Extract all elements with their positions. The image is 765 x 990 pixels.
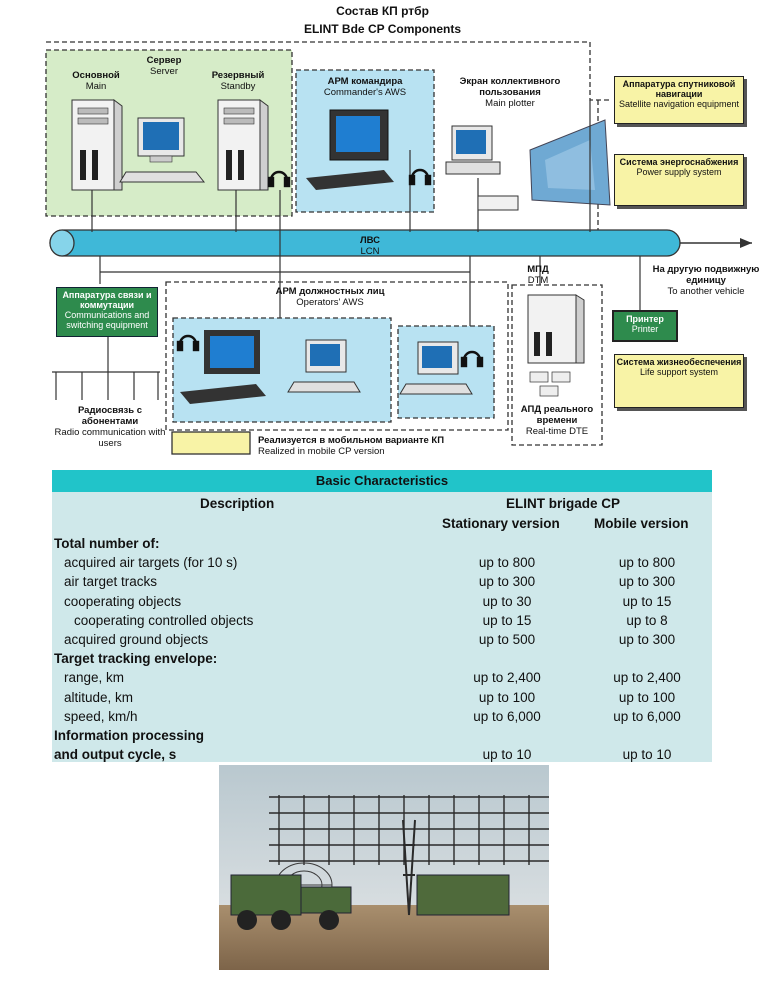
title-ru: Состав КП ртбр bbox=[336, 4, 429, 18]
server-monitor bbox=[119, 117, 206, 183]
operator-workstation-3 bbox=[399, 341, 473, 395]
radar-antenna-array bbox=[269, 795, 549, 865]
row-label: and output cycle, s bbox=[54, 747, 177, 763]
commander-workstation bbox=[306, 109, 394, 190]
headset-icon-1 bbox=[267, 170, 291, 188]
characteristics-table: Basic Characteristics Description ELINT … bbox=[52, 470, 712, 762]
col-mobile: Mobile version bbox=[594, 516, 689, 531]
standby-server-tower bbox=[217, 99, 269, 191]
row-mobile-value: up to 300 bbox=[618, 574, 676, 590]
row-mobile-value: up to 8 bbox=[626, 612, 668, 628]
row-stationary-value: up to 30 bbox=[482, 593, 532, 609]
radar-mast bbox=[402, 819, 416, 916]
row-mobile-value: up to 10 bbox=[622, 747, 672, 763]
row-mobile-value: up to 100 bbox=[618, 689, 676, 705]
title-en: ELINT Bde CP Components bbox=[303, 22, 462, 36]
row-stationary-value: up to 2,400 bbox=[473, 670, 541, 686]
components-diagram bbox=[45, 41, 752, 455]
row-label: acquired air targets (for 10 s) bbox=[64, 555, 238, 571]
row-label: altitude, km bbox=[64, 689, 134, 705]
row-stationary-value: up to 800 bbox=[478, 555, 536, 571]
row-label: Total number of: bbox=[54, 536, 160, 551]
dtm-tower bbox=[527, 294, 585, 397]
equipment-shelter bbox=[416, 874, 510, 916]
row-mobile-value: up to 2,400 bbox=[613, 670, 681, 686]
operator-workstation-1 bbox=[180, 330, 266, 404]
row-mobile-value: up to 6,000 bbox=[613, 708, 681, 724]
operators-block-outline bbox=[165, 281, 509, 431]
row-mobile-value: up to 300 bbox=[618, 632, 676, 647]
table-title: Basic Characteristics bbox=[52, 470, 712, 492]
radar-photo bbox=[219, 765, 549, 970]
operator-workstation-2 bbox=[287, 339, 361, 393]
row-stationary-value: up to 15 bbox=[482, 612, 532, 628]
row-label: cooperating objects bbox=[64, 593, 182, 609]
row-label: range, km bbox=[64, 670, 125, 686]
row-stationary-value: up to 6,000 bbox=[473, 708, 541, 724]
row-stationary-value: up to 500 bbox=[478, 632, 536, 647]
row-stationary-value: up to 10 bbox=[482, 747, 532, 763]
outer-dashed-border bbox=[46, 41, 612, 101]
row-label: air target tracks bbox=[64, 574, 158, 590]
plotter-workstation bbox=[445, 125, 519, 211]
headset-icon-4 bbox=[460, 350, 484, 368]
row-label: Information processing bbox=[54, 728, 205, 743]
main-server-tower bbox=[71, 99, 123, 191]
row-label: cooperating controlled objects bbox=[74, 612, 254, 628]
row-label: Target tracking envelope: bbox=[54, 651, 218, 667]
headset-icon-2 bbox=[408, 168, 432, 186]
col-description: Description bbox=[200, 496, 275, 511]
row-stationary-value: up to 100 bbox=[478, 689, 536, 705]
row-stationary-value: up to 300 bbox=[478, 574, 536, 590]
col-group: ELINT brigade CP bbox=[506, 496, 621, 511]
col-stationary: Stationary version bbox=[442, 516, 560, 531]
row-mobile-value: up to 800 bbox=[618, 555, 676, 571]
legend-swatch bbox=[171, 431, 251, 455]
dtm-block bbox=[511, 284, 603, 446]
military-truck bbox=[230, 874, 352, 930]
row-mobile-value: up to 15 bbox=[622, 593, 672, 609]
headset-icon-3 bbox=[176, 334, 200, 352]
row-label: speed, km/h bbox=[64, 708, 138, 724]
row-label: acquired ground objects bbox=[64, 632, 209, 647]
